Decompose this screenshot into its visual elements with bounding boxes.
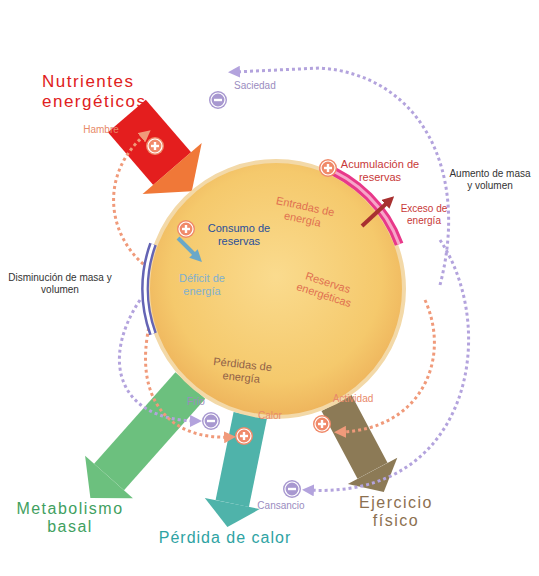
plus-sign [177, 220, 195, 238]
node-text: Nutrientes energéticos [42, 72, 172, 111]
energy-reserve-circle: Entradas de energíaReservas energéticasP… [145, 158, 407, 420]
output-label: Pérdida de calor [142, 527, 308, 551]
node-text: Pérdida de calor [142, 529, 308, 547]
accumulation-band [321, 166, 399, 244]
arrow-shaft [94, 372, 205, 490]
plus-sign [319, 159, 337, 177]
arrow-head [143, 143, 202, 194]
output-label: Metabolismo basal [5, 498, 135, 544]
input-label: Nutrientes energéticos [42, 70, 172, 116]
plus-sign [146, 137, 164, 155]
minus-sign [202, 412, 220, 430]
feedback-loop [146, 322, 230, 437]
arrow-shaft [216, 412, 267, 507]
feedback-loop [340, 300, 434, 432]
annotation-label: Disminución de masa y volumen [6, 272, 114, 295]
annotation-label: Cansancio [250, 500, 312, 512]
minus-sign [283, 480, 301, 498]
plus-sign [313, 415, 331, 433]
deficit-band [145, 244, 153, 334]
flow-arrow [322, 395, 398, 492]
output-label: Ejercicio físico [340, 492, 452, 538]
accumulation-arrow [362, 202, 388, 226]
reserve-circle [148, 161, 404, 417]
feedback-loop [119, 300, 196, 421]
annotation-label: Saciedad [234, 80, 294, 92]
node-text: Metabolismo basal [5, 500, 135, 537]
flow-arrow [108, 100, 202, 194]
feedback-loop [114, 134, 148, 268]
plus-sign [235, 427, 253, 445]
feedback-loop [234, 68, 449, 285]
annotation-label: Acumulación de reservas [340, 158, 420, 183]
arrow-shaft [322, 395, 388, 479]
arrow-head [85, 456, 133, 499]
deficit-band [145, 244, 153, 334]
arrow-head [205, 498, 260, 527]
flow-arrow [205, 412, 267, 527]
annotation-label: Aumento de masa y volumen [446, 168, 534, 191]
accumulation-band [321, 166, 399, 244]
annotation-label: Exceso de energía [392, 203, 456, 226]
flow-arrow [85, 372, 205, 498]
minus-sign [209, 91, 227, 109]
arrow-head [348, 458, 398, 492]
node-text: Ejercicio físico [340, 494, 452, 531]
deficit-arrow [178, 238, 196, 256]
feedback-loop [308, 240, 469, 490]
